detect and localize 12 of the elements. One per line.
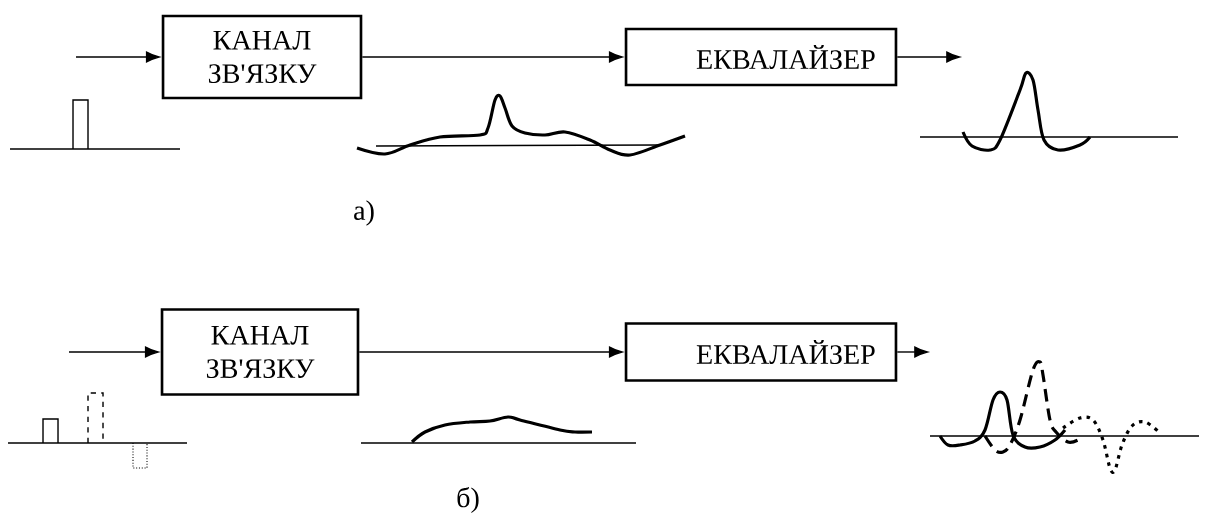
subfigure-label: а): [354, 200, 374, 226]
arrow: [896, 346, 928, 358]
arrow: [68, 346, 159, 358]
process-box: ЕКВАЛАЙЗЕР: [624, 322, 898, 382]
subfigure-label: б): [457, 486, 479, 513]
arrow: [361, 51, 623, 63]
process-box: КАНАЛ ЗВ'ЯЗКУ: [161, 14, 363, 100]
process-box: КАНАЛ ЗВ'ЯЗКУ: [160, 308, 360, 396]
process-box: ЕКВАЛАЙЗЕР: [624, 27, 898, 87]
arrow: [896, 51, 960, 63]
arrow: [358, 346, 623, 358]
arrow: [75, 51, 160, 63]
